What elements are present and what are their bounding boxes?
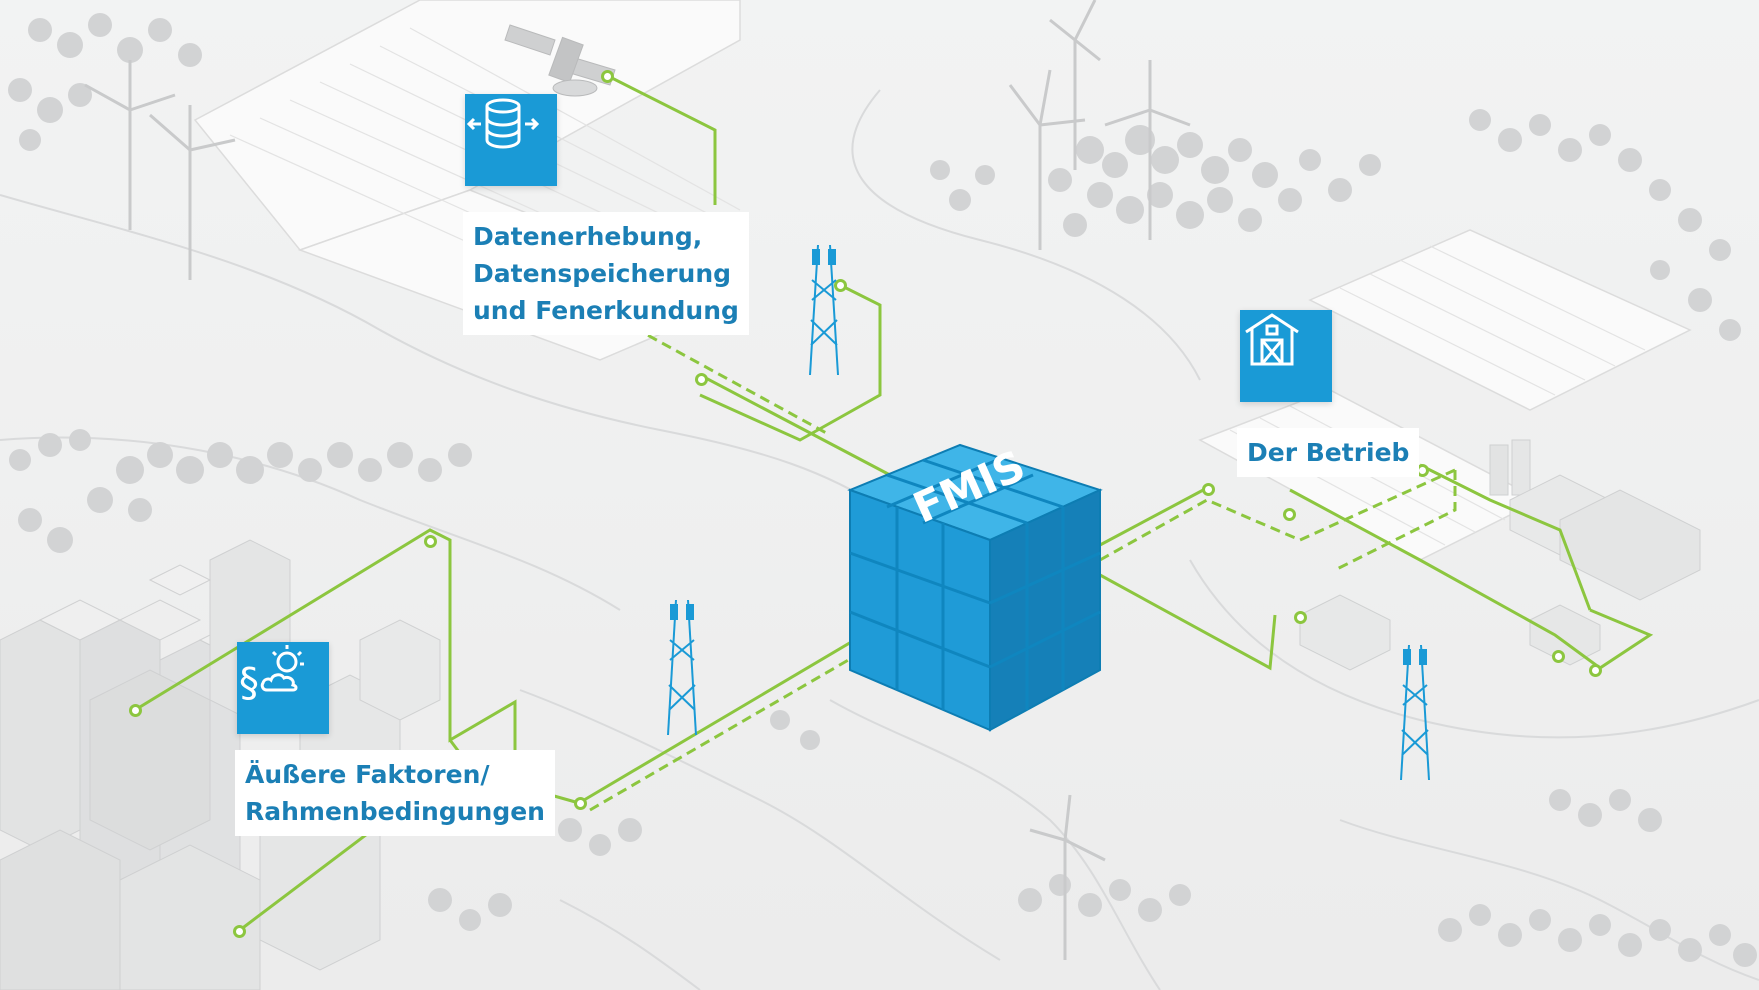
connector-node (424, 535, 437, 548)
label-line: Rahmenbedingungen (245, 797, 545, 826)
connector-node (834, 279, 847, 292)
label-line: Datenerhebung, (473, 222, 703, 251)
svg-text:§: § (239, 660, 259, 706)
label-line: und Fenerkundung (473, 296, 739, 325)
connector-node (1202, 483, 1215, 496)
label-line: Äußere Faktoren/ (245, 760, 490, 789)
transmission-tower-icon (1400, 644, 1430, 781)
connector-node (1552, 650, 1565, 663)
connector-node (574, 797, 587, 810)
data-collection-label: Datenerhebung, Datenspeicherung und Fene… (463, 212, 749, 335)
connector-node (233, 925, 246, 938)
farm-icon-box (1240, 310, 1332, 402)
data-collection-icon-box (465, 94, 557, 186)
farm-label: Der Betrieb (1237, 428, 1420, 477)
connector-node (1589, 664, 1602, 677)
label-line: Der Betrieb (1247, 438, 1410, 467)
connector-node (695, 373, 708, 386)
database-icon (466, 98, 540, 149)
transmission-tower-icon (667, 599, 697, 736)
connector-node (129, 704, 142, 717)
connector-node (601, 70, 614, 83)
connector-node (1283, 508, 1296, 521)
external-factors-icon-box: § (237, 642, 329, 734)
label-line: Datenspeicherung (473, 259, 732, 288)
external-factors-label: Äußere Faktoren/ Rahmenbedingungen (235, 750, 555, 836)
transmission-tower-icon (809, 244, 839, 376)
barn-icon (1245, 313, 1299, 366)
connector-node (1294, 611, 1307, 624)
law-weather-icon: § (239, 645, 304, 706)
